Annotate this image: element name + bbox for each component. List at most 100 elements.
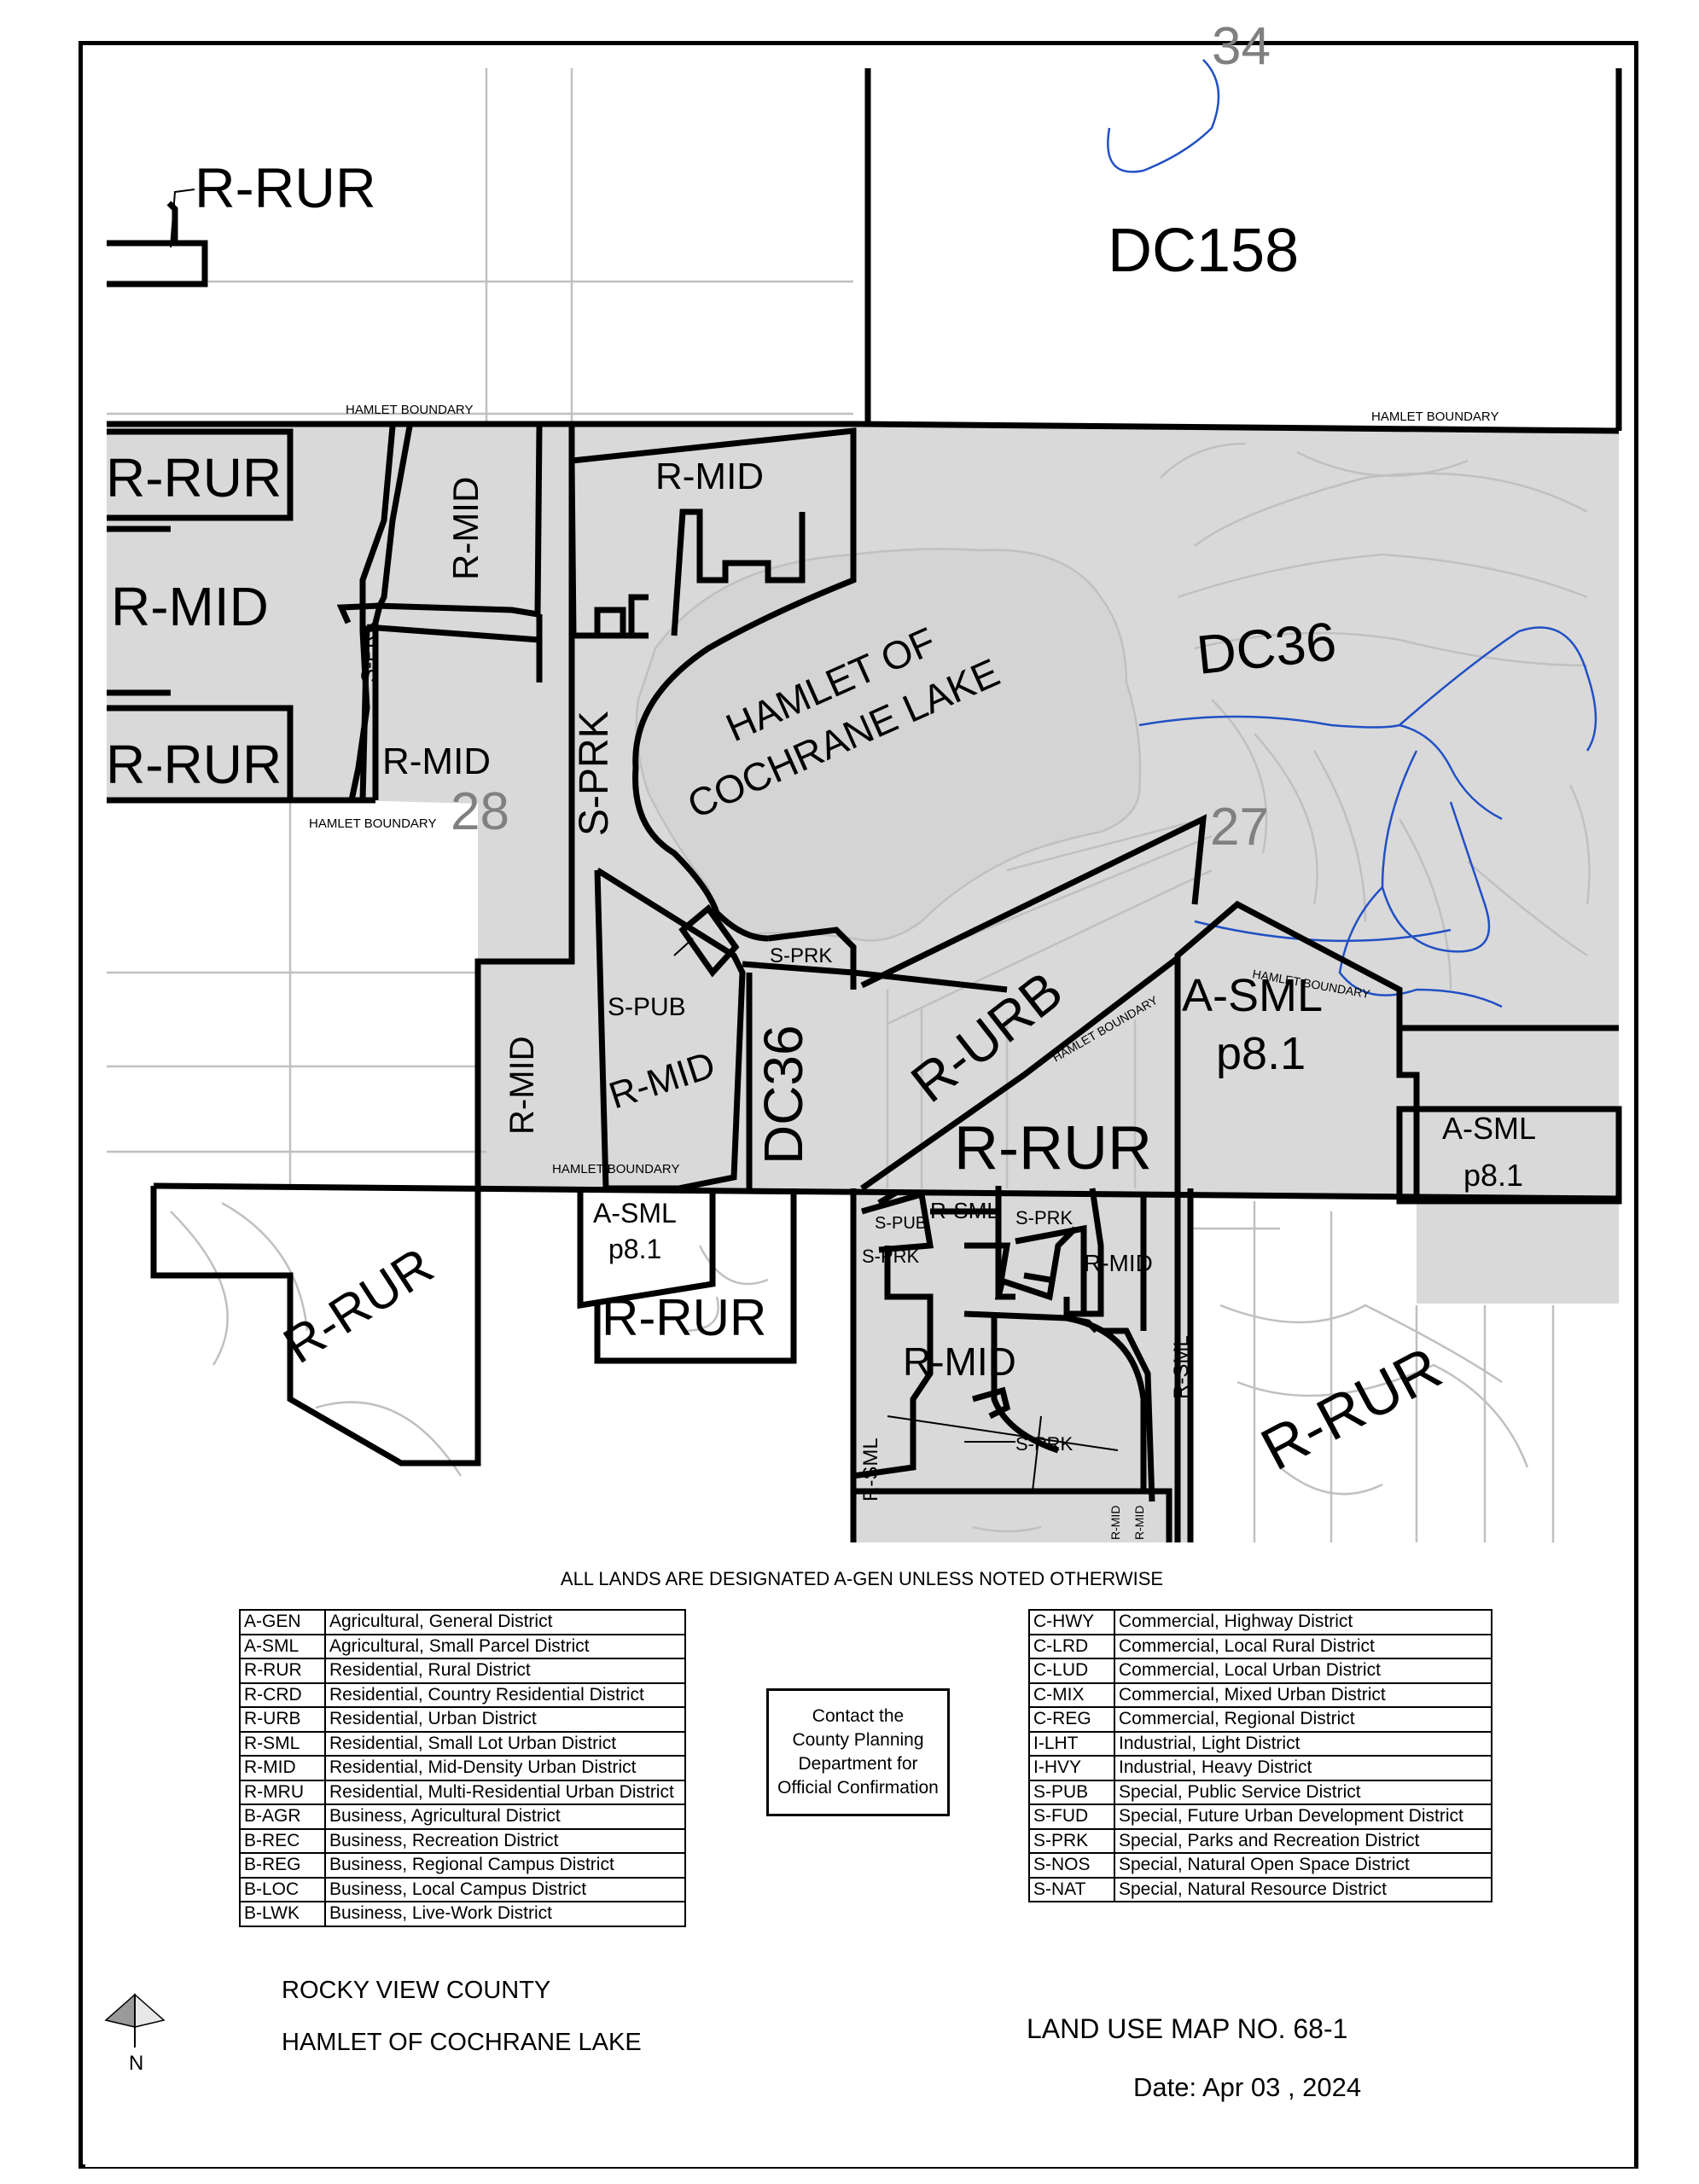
label-dc36: DC36 xyxy=(753,1025,814,1165)
legend-description: Business, Local Campus District xyxy=(324,1876,686,1902)
legend-description: Business, Recreation District xyxy=(324,1827,686,1854)
legend-code: C-REG xyxy=(1028,1706,1115,1733)
label-r-rur: R-RUR xyxy=(106,447,282,508)
legend-code: R-URB xyxy=(239,1706,326,1733)
label-dc158: DC158 xyxy=(1108,217,1299,285)
north-arrow-icon: N xyxy=(104,1993,166,2073)
legend-description: Agricultural, General District xyxy=(324,1609,686,1635)
label-r-mid: R-MID xyxy=(445,477,486,580)
legend-code: C-LRD xyxy=(1028,1633,1115,1659)
label-r-mid: R-MID xyxy=(903,1339,1016,1384)
label-dc36: DC36 xyxy=(1194,610,1339,686)
label-r-mid: R-MID xyxy=(382,741,491,782)
legend-description: Industrial, Heavy District xyxy=(1114,1755,1492,1781)
label-a-sml: A-SML xyxy=(1182,970,1323,1021)
label-hamlet-boundary: HAMLET BOUNDARY xyxy=(552,1162,679,1176)
legend-description: Commercial, Regional District xyxy=(1114,1706,1492,1733)
legend-description: Industrial, Light District xyxy=(1114,1730,1492,1757)
label-r-rur: R-RUR xyxy=(106,734,282,795)
label-s-prk: S-PRK xyxy=(572,711,617,836)
label-r-sml: R-SML xyxy=(930,1198,999,1223)
legend-description: Commercial, Mixed Urban District xyxy=(1114,1682,1492,1708)
label-section-27: 27 xyxy=(1210,798,1269,857)
legend-code: R-MRU xyxy=(239,1779,326,1805)
legend-description: Special, Public Service District xyxy=(1114,1779,1492,1805)
label-hamlet-boundary: HAMLET BOUNDARY xyxy=(309,816,436,831)
legend-code: I-HVY xyxy=(1028,1755,1115,1781)
label-r-rur: R-RUR xyxy=(954,1114,1152,1182)
legend-description: Special, Natural Open Space District xyxy=(1114,1852,1492,1879)
map-number: LAND USE MAP NO. 68-1 xyxy=(1027,2013,1348,2044)
legend-code: B-AGR xyxy=(239,1804,326,1830)
legend-code: C-MIX xyxy=(1028,1682,1115,1708)
label-p8-1: p8.1 xyxy=(1463,1158,1523,1193)
county-name: ROCKY VIEW COUNTY xyxy=(282,1977,551,2004)
legend-description: Commercial, Highway District xyxy=(1114,1609,1492,1635)
label-r-sml: R-SML xyxy=(859,1438,882,1502)
label-r-rur-nw: R-RUR xyxy=(195,156,376,219)
label-s-prk: S-PRK xyxy=(358,620,381,682)
legend-description: Business, Live-Work District xyxy=(324,1901,686,1927)
label-section-34: 34 xyxy=(1212,17,1271,76)
contact-box: Contact the County Planning Department f… xyxy=(766,1688,950,1816)
legend-code: A-GEN xyxy=(239,1609,326,1635)
label-s-prk: S-PRK xyxy=(770,944,832,967)
label-s-pub: S-PUB xyxy=(875,1214,927,1233)
legend-code: I-LHT xyxy=(1028,1730,1115,1757)
legend-description: Residential, Small Lot Urban District xyxy=(324,1730,686,1757)
label-a-sml: A-SML xyxy=(1442,1111,1536,1146)
legend-code: R-SML xyxy=(239,1730,326,1757)
legend-description: Residential, Mid-Density Urban District xyxy=(324,1755,686,1781)
legend-code: S-NOS xyxy=(1028,1852,1115,1879)
label-hamlet-boundary: HAMLET BOUNDARY xyxy=(1371,410,1498,424)
label-r-mid: R-MID xyxy=(1084,1250,1153,1276)
legend-description: Residential, Urban District xyxy=(324,1706,686,1733)
legend-description: Business, Agricultural District xyxy=(324,1804,686,1830)
hamlet-name: HAMLET OF COCHRANE LAKE xyxy=(282,2029,642,2056)
legend-description: Residential, Country Residential Distric… xyxy=(324,1682,686,1708)
label-p8-1: p8.1 xyxy=(1216,1028,1306,1079)
legend-description: Residential, Multi-Residential Urban Dis… xyxy=(324,1779,686,1805)
legend-code: S-PRK xyxy=(1028,1827,1115,1854)
label-a-sml: A-SML xyxy=(593,1198,677,1228)
label-p8-1: p8.1 xyxy=(608,1234,661,1264)
label-r-rur: R-RUR xyxy=(602,1289,766,1346)
label-r-mid: R-MID xyxy=(503,1036,541,1135)
legend-code: R-CRD xyxy=(239,1682,326,1708)
label-hamlet-boundary: HAMLET BOUNDARY xyxy=(346,403,473,417)
legend-code: B-LWK xyxy=(239,1901,326,1927)
legend-description: Commercial, Local Urban District xyxy=(1114,1658,1492,1684)
label-r-sml: R-SML xyxy=(1170,1335,1193,1399)
label-r-mid: R-MID xyxy=(111,576,269,637)
legend-description: Special, Parks and Recreation District xyxy=(1114,1827,1492,1854)
label-s-prk: S-PRK xyxy=(1015,1207,1074,1228)
legend-code: C-HWY xyxy=(1028,1609,1115,1635)
map-date: Date: Apr 03 , 2024 xyxy=(1133,2072,1362,2102)
legend-code: R-MID xyxy=(239,1755,326,1781)
label-r-rur: R-RUR xyxy=(1250,1333,1452,1483)
legend-code: B-REG xyxy=(239,1852,326,1879)
label-r-mid: R-MID xyxy=(655,456,764,497)
legend-code: B-REC xyxy=(239,1827,326,1854)
